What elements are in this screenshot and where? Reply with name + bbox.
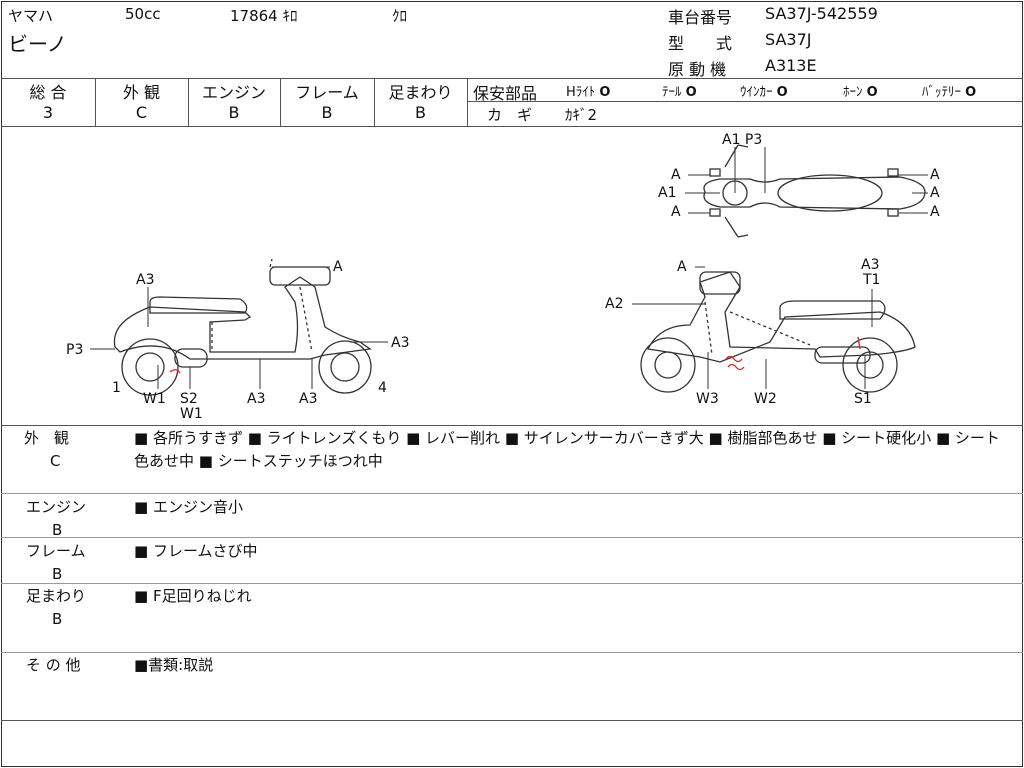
mark-label: A	[930, 204, 940, 220]
mark-label: A1 P3	[722, 132, 763, 148]
comment-text-engine: ■ エンジン音小	[134, 498, 243, 516]
mark-label: A	[930, 185, 940, 201]
mileage: 17864 ｷﾛ	[230, 7, 298, 25]
mark-label: W3	[696, 391, 719, 407]
frame-no: SA37J-542559	[765, 4, 878, 23]
divider	[1, 78, 1023, 79]
mark-label: A3	[247, 391, 266, 407]
mark-label: A3	[299, 391, 318, 407]
safety-label: 保安部品	[473, 84, 538, 103]
comment-text-exterior: ■ 各所うすきず ■ ライトレンズくもり ■ レバー削れ ■ サイレンサーカバー…	[134, 429, 1000, 470]
safety-winker: ｳｲﾝｶｰ O	[740, 85, 788, 100]
maker: ヤマハ	[8, 7, 54, 25]
mark-label: A	[333, 259, 343, 275]
mark-label: A3	[136, 272, 155, 288]
safety-headlight: Hﾗｲﾄ O	[566, 85, 611, 100]
mark-label: A	[671, 204, 681, 220]
mark-label: W1	[180, 406, 203, 422]
displacement: 50cc	[125, 5, 161, 23]
mark-label: S1	[854, 391, 872, 407]
type-label: 型 式	[668, 34, 733, 53]
type-value: SA37J	[765, 30, 812, 49]
safety-battery: ﾊﾞｯﾃﾘｰ O	[922, 85, 977, 100]
mark-label: 4	[378, 380, 387, 396]
divider	[1, 126, 1023, 127]
key-label: カ ギ	[487, 106, 533, 124]
mark-label: A	[930, 167, 940, 183]
scooter-right-side-view	[640, 271, 916, 393]
mark-label: T1	[863, 272, 881, 288]
scooter-top-view	[703, 144, 926, 238]
mark-label: S2	[180, 391, 198, 407]
engine-value: A313E	[765, 56, 817, 75]
safety-tail: ﾃｰﾙ O	[662, 85, 697, 100]
comment-text-other: ■書類:取説	[134, 656, 214, 674]
mark-label: A	[671, 167, 681, 183]
mark-label: A3	[861, 257, 880, 273]
mark-label: A1	[658, 185, 677, 201]
scooter-diagram	[90, 144, 928, 396]
mark-label: A	[677, 259, 687, 275]
mark-label: W1	[143, 391, 166, 407]
mark-label: 1	[112, 380, 121, 396]
safety-horn: ﾎｰﾝ O	[843, 85, 878, 100]
frame-no-label: 車台番号	[668, 8, 733, 27]
mark-label: A3	[391, 335, 410, 351]
comment-category-other: そ の 他	[26, 656, 81, 674]
mark-label: P3	[66, 342, 84, 358]
key-value: ｶｷﾞ2	[565, 106, 598, 124]
comment-text-suspension: ■ F足回りねじれ	[134, 587, 252, 605]
mark-label: W2	[754, 391, 777, 407]
divider	[467, 101, 1023, 102]
mark-label: A2	[605, 296, 624, 312]
model-name: ビーノ	[8, 32, 67, 56]
color: ｸﾛ	[392, 7, 408, 25]
comment-text-frame: ■ フレームさび中	[134, 542, 258, 560]
engine-label: 原 動 機	[668, 60, 727, 79]
